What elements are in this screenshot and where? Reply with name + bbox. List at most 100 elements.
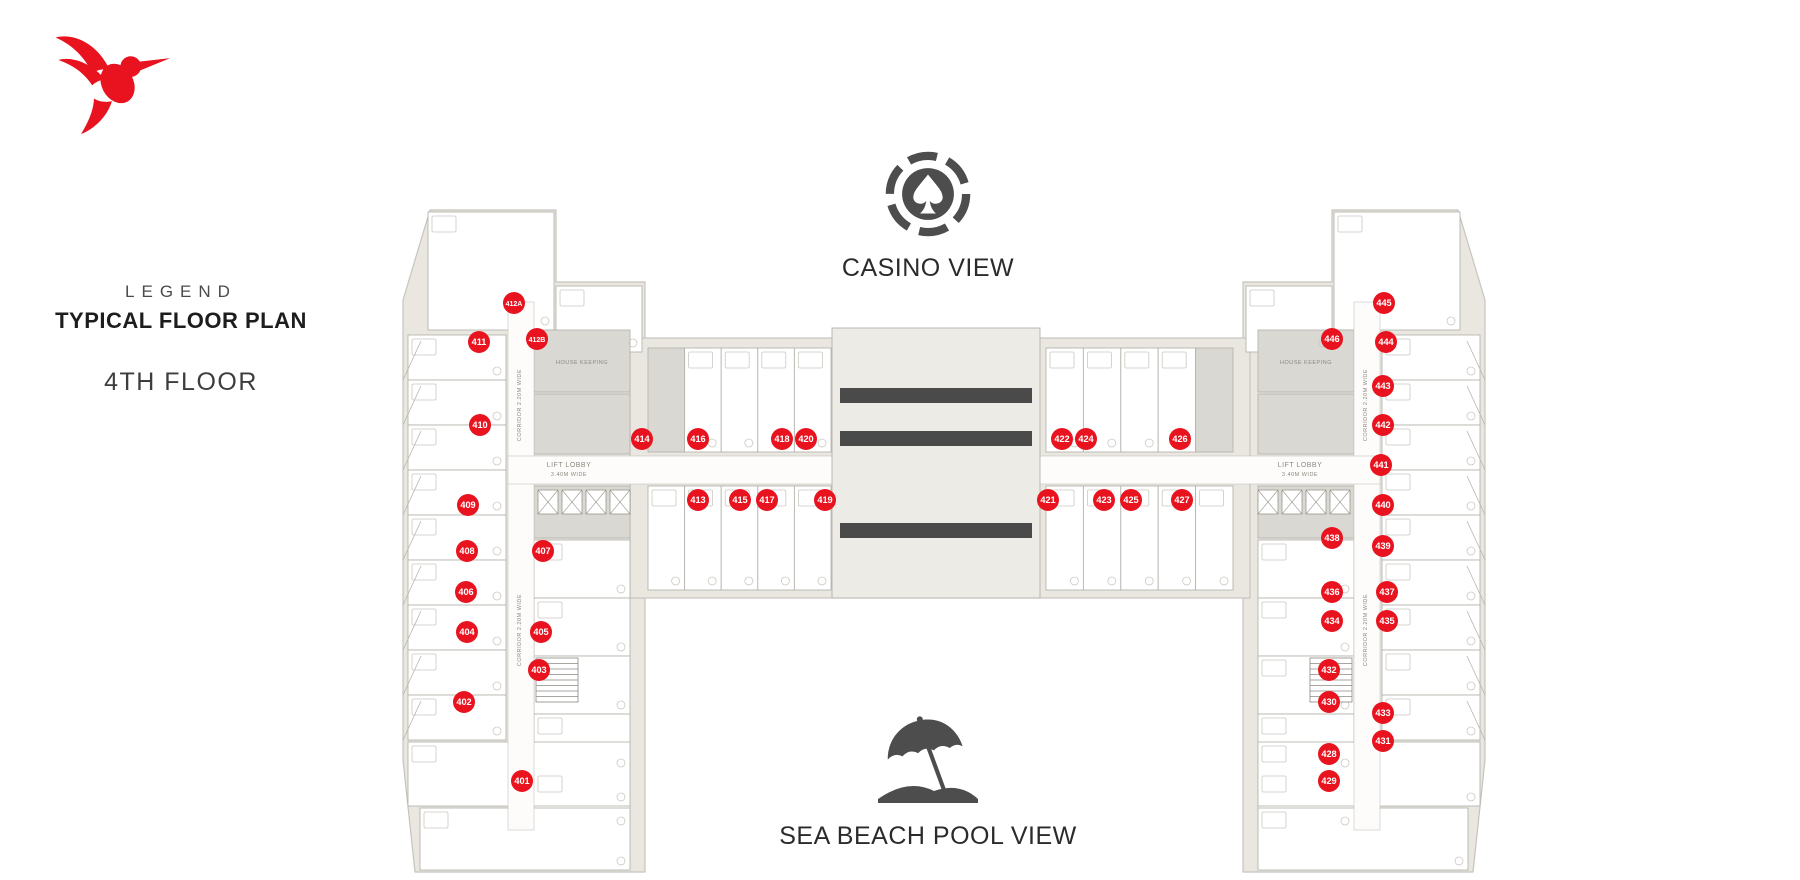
unit-badge-circle[interactable] — [456, 540, 478, 562]
unit-badge-circle[interactable] — [1037, 489, 1059, 511]
unit-badge-circle[interactable] — [1373, 292, 1395, 314]
unit-badge-425[interactable]: 425 — [1120, 489, 1142, 511]
unit-badge-circle[interactable] — [631, 428, 653, 450]
unit-badge-409[interactable]: 409 — [457, 494, 479, 516]
unit-badge-circle[interactable] — [456, 621, 478, 643]
unit-badge-circle[interactable] — [1376, 581, 1398, 603]
unit-badge-circle[interactable] — [1372, 535, 1394, 557]
unit-badge-435[interactable]: 435 — [1376, 610, 1398, 632]
unit-number: 444 — [1378, 337, 1394, 347]
unit-badge-circle[interactable] — [1318, 691, 1340, 713]
unit-badge-424[interactable]: 424 — [1075, 428, 1097, 450]
unit-badge-circle[interactable] — [1318, 770, 1340, 792]
unit-badge-420[interactable]: 420 — [795, 428, 817, 450]
unit-badge-419[interactable]: 419 — [814, 489, 836, 511]
unit-badge-437[interactable]: 437 — [1376, 581, 1398, 603]
unit-badge-402[interactable]: 402 — [453, 691, 475, 713]
unit-badge-439[interactable]: 439 — [1372, 535, 1394, 557]
unit-badge-413[interactable]: 413 — [687, 489, 709, 511]
unit-badge-circle[interactable] — [1093, 489, 1115, 511]
unit-badge-circle[interactable] — [528, 659, 550, 681]
unit-badge-445[interactable]: 445 — [1373, 292, 1395, 314]
unit-badge-circle[interactable] — [795, 428, 817, 450]
unit-badge-436[interactable]: 436 — [1321, 581, 1343, 603]
unit-badge-circle[interactable] — [1318, 659, 1340, 681]
unit-badge-circle[interactable] — [1376, 610, 1398, 632]
unit-badge-428[interactable]: 428 — [1318, 743, 1340, 765]
unit-badge-circle[interactable] — [1318, 743, 1340, 765]
unit-badge-circle[interactable] — [1321, 581, 1343, 603]
unit-number: 418 — [774, 434, 789, 444]
unit-badge-circle[interactable] — [1321, 527, 1343, 549]
unit-badge-circle[interactable] — [1372, 702, 1394, 724]
unit-badge-circle[interactable] — [1372, 494, 1394, 516]
unit-badge-circle[interactable] — [1372, 375, 1394, 397]
unit-badge-circle[interactable] — [1075, 428, 1097, 450]
unit-badge-421[interactable]: 421 — [1037, 489, 1059, 511]
unit-badge-404[interactable]: 404 — [456, 621, 478, 643]
unit-badge-415[interactable]: 415 — [729, 489, 751, 511]
unit-badge-416[interactable]: 416 — [687, 428, 709, 450]
unit-badge-circle[interactable] — [1321, 328, 1343, 350]
unit-badge-442[interactable]: 442 — [1372, 414, 1394, 436]
unit-badge-441[interactable]: 441 — [1370, 454, 1392, 476]
unit-badge-418[interactable]: 418 — [771, 428, 793, 450]
unit-badge-circle[interactable] — [468, 331, 490, 353]
unit-badge-446[interactable]: 446 — [1321, 328, 1343, 350]
unit-badge-431[interactable]: 431 — [1372, 730, 1394, 752]
unit-badge-circle[interactable] — [532, 540, 554, 562]
unit-badge-circle[interactable] — [511, 770, 533, 792]
unit-number: 443 — [1375, 381, 1390, 391]
unit-badge-412B[interactable]: 412B — [526, 328, 548, 350]
unit-badge-438[interactable]: 438 — [1321, 527, 1343, 549]
unit-badge-circle[interactable] — [526, 328, 548, 350]
unit-badge-circle[interactable] — [1171, 489, 1193, 511]
unit-badge-427[interactable]: 427 — [1171, 489, 1193, 511]
unit-number: 426 — [1172, 434, 1187, 444]
unit-badge-433[interactable]: 433 — [1372, 702, 1394, 724]
unit-badge-408[interactable]: 408 — [456, 540, 478, 562]
unit-badge-405[interactable]: 405 — [530, 621, 552, 643]
room — [407, 559, 507, 606]
unit-badge-circle[interactable] — [687, 489, 709, 511]
unit-badge-440[interactable]: 440 — [1372, 494, 1394, 516]
unit-badge-430[interactable]: 430 — [1318, 691, 1340, 713]
unit-badge-circle[interactable] — [687, 428, 709, 450]
unit-badge-circle[interactable] — [771, 428, 793, 450]
unit-badge-432[interactable]: 432 — [1318, 659, 1340, 681]
unit-badge-circle[interactable] — [453, 691, 475, 713]
unit-badge-circle[interactable] — [1321, 610, 1343, 632]
unit-badge-circle[interactable] — [1372, 730, 1394, 752]
unit-badge-circle[interactable] — [1370, 454, 1392, 476]
unit-badge-circle[interactable] — [1169, 428, 1191, 450]
unit-badge-circle[interactable] — [469, 414, 491, 436]
unit-badge-circle[interactable] — [756, 489, 778, 511]
unit-badge-circle[interactable] — [1372, 414, 1394, 436]
unit-badge-423[interactable]: 423 — [1093, 489, 1115, 511]
unit-badge-circle[interactable] — [814, 489, 836, 511]
unit-badge-426[interactable]: 426 — [1169, 428, 1191, 450]
unit-badge-406[interactable]: 406 — [455, 581, 477, 603]
unit-badge-429[interactable]: 429 — [1318, 770, 1340, 792]
unit-badge-circle[interactable] — [1051, 428, 1073, 450]
unit-badge-circle[interactable] — [1375, 331, 1397, 353]
unit-badge-444[interactable]: 444 — [1375, 331, 1397, 353]
unit-badge-422[interactable]: 422 — [1051, 428, 1073, 450]
unit-badge-417[interactable]: 417 — [756, 489, 778, 511]
unit-badge-circle[interactable] — [455, 581, 477, 603]
unit-badge-circle[interactable] — [729, 489, 751, 511]
unit-badge-401[interactable]: 401 — [511, 770, 533, 792]
unit-badge-412A[interactable]: 412A — [503, 292, 525, 314]
unit-badge-circle[interactable] — [503, 292, 525, 314]
unit-badge-411[interactable]: 411 — [468, 331, 490, 353]
unit-badge-443[interactable]: 443 — [1372, 375, 1394, 397]
unit-badge-434[interactable]: 434 — [1321, 610, 1343, 632]
unit-badge-410[interactable]: 410 — [469, 414, 491, 436]
unit-badge-circle[interactable] — [457, 494, 479, 516]
unit-number: 422 — [1054, 434, 1069, 444]
unit-badge-407[interactable]: 407 — [532, 540, 554, 562]
unit-badge-circle[interactable] — [530, 621, 552, 643]
unit-badge-403[interactable]: 403 — [528, 659, 550, 681]
unit-badge-circle[interactable] — [1120, 489, 1142, 511]
unit-badge-414[interactable]: 414 — [631, 428, 653, 450]
